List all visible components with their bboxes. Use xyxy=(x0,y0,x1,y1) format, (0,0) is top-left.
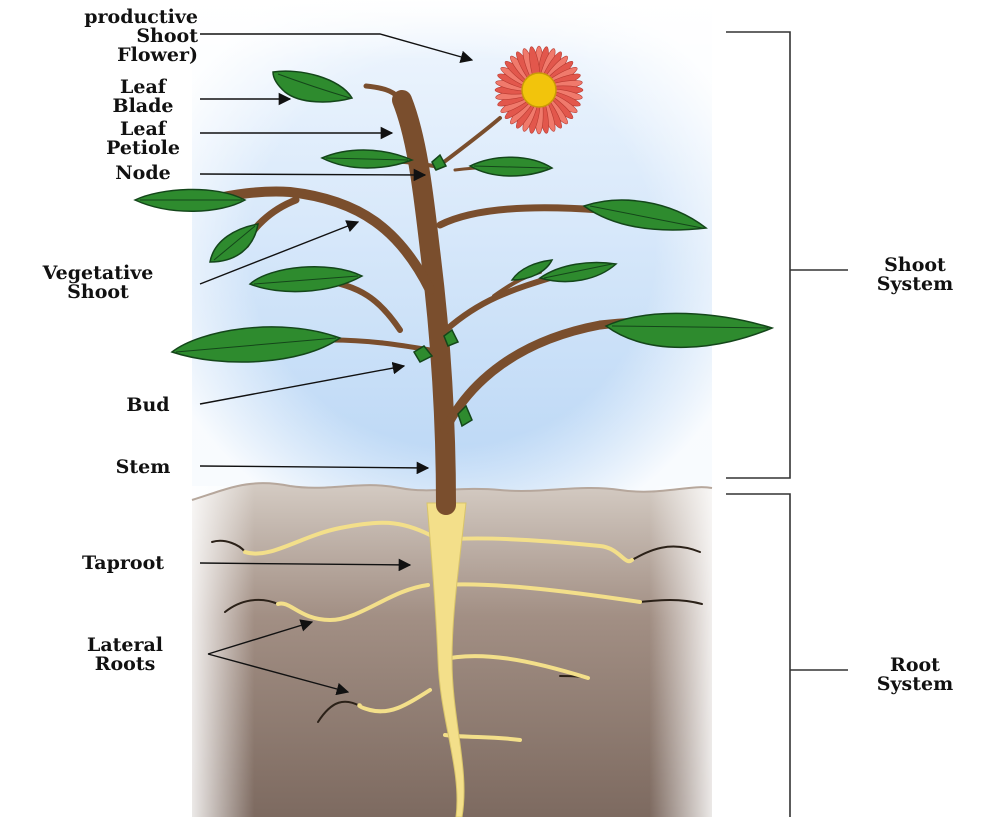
label-line: Taproot xyxy=(48,554,198,573)
root-system-bracket xyxy=(726,494,790,817)
label-line: Petiole xyxy=(88,139,198,158)
label-line: Blade xyxy=(88,97,198,116)
label-line: Stem xyxy=(88,458,198,477)
label-line: Flower) xyxy=(0,46,198,65)
label-vegetative-shoot: Vegetative Shoot xyxy=(0,264,196,302)
label-lateral-roots: Lateral Roots xyxy=(60,636,190,674)
label-shoot-system: Shoot System xyxy=(850,256,980,294)
label-leaf-blade: Leaf Blade xyxy=(88,78,198,116)
label-root-system: Root System xyxy=(850,656,980,694)
label-reproductive-shoot: productive Shoot Flower) xyxy=(0,8,198,65)
label-line: System xyxy=(850,675,980,694)
label-stem: Stem xyxy=(88,458,198,477)
label-leaf-petiole: Leaf Petiole xyxy=(88,120,198,158)
flower-center xyxy=(522,73,556,107)
arrow-icon xyxy=(200,174,425,175)
system-brackets xyxy=(726,32,848,817)
label-taproot: Taproot xyxy=(48,554,198,573)
label-line: System xyxy=(850,275,980,294)
shoot-system-bracket xyxy=(726,32,790,478)
label-line: Shoot xyxy=(0,283,196,302)
label-node: Node xyxy=(88,164,198,183)
label-bud: Bud xyxy=(100,396,196,415)
label-line: Bud xyxy=(100,396,196,415)
label-line: Node xyxy=(88,164,198,183)
label-line: Roots xyxy=(60,655,190,674)
